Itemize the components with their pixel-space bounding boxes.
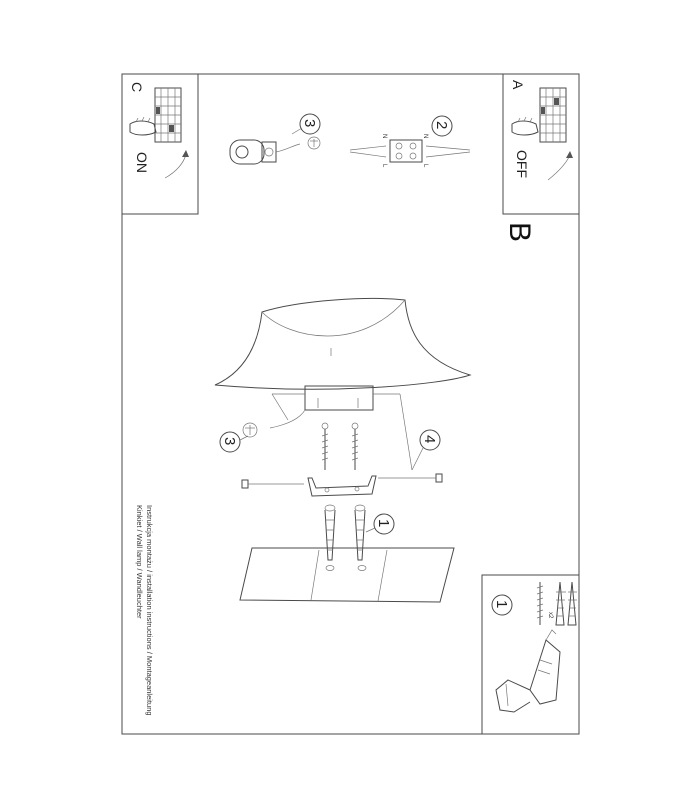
step-1-mid-callout: 1 xyxy=(375,519,392,527)
wall-anchor-pair xyxy=(324,504,366,561)
panel-a-frame xyxy=(502,73,580,215)
hand-icon xyxy=(129,116,157,136)
earth-symbol-icon xyxy=(242,422,258,438)
drill-icon xyxy=(495,629,561,713)
wall-surface xyxy=(239,547,455,603)
ground-terminal-icon xyxy=(229,139,301,165)
lamp-shade xyxy=(214,298,472,390)
wiring-n-left: N xyxy=(381,134,387,138)
hand-icon xyxy=(511,116,539,136)
wall-anchor-icon xyxy=(324,504,336,561)
page-frame xyxy=(121,73,580,735)
panel-b-letter: B xyxy=(503,222,536,242)
screw-icon xyxy=(536,582,544,625)
step-1-callout-circle xyxy=(491,594,513,616)
rotate-arrow-icon xyxy=(547,151,573,181)
step-3-middle: 3 xyxy=(219,422,258,453)
step-4-callout: 4 xyxy=(421,435,438,443)
screw-icon xyxy=(351,422,359,470)
step-1-middle: 1 xyxy=(365,513,395,535)
step-2-callout: 2 xyxy=(433,121,450,129)
step-3-mid-callout: 3 xyxy=(221,437,238,445)
step-4: 4 xyxy=(411,429,441,471)
panel-c-state: ON xyxy=(134,152,150,173)
panel-c: C ON xyxy=(121,73,199,215)
step-4-callout-circle xyxy=(419,429,441,451)
wiring-l-left: L xyxy=(381,164,387,168)
side-screw-left xyxy=(241,479,304,489)
wall-anchor-icon xyxy=(354,504,366,561)
mount-screw-pair-upper xyxy=(321,422,359,470)
panel-c-frame xyxy=(121,73,199,215)
wall-anchor-icon xyxy=(567,581,577,626)
step-1-panel-frame xyxy=(481,574,580,735)
side-screw-right xyxy=(378,473,443,483)
step-3-top: 3 xyxy=(229,113,321,165)
screw-icon xyxy=(321,422,329,470)
wiring-l-right: L xyxy=(422,164,428,168)
step-2-callout-circle xyxy=(431,115,453,137)
switch-panel-icon xyxy=(154,87,182,143)
step-2-top: 2 N L N L xyxy=(349,115,471,168)
earth-symbol-icon xyxy=(307,136,321,150)
panel-a: A OFF xyxy=(502,73,580,215)
mounting-bracket xyxy=(307,475,377,497)
panel-a-letter: A xyxy=(510,80,526,90)
step-1-mid-callout-circle xyxy=(373,513,395,535)
step-1-callout: 1 xyxy=(493,600,510,608)
panel-c-letter: C xyxy=(129,82,145,92)
step-3-callout-circle xyxy=(299,113,321,135)
rotate-arrow-icon xyxy=(164,150,189,179)
instructions-caption-line2: Kinkiet / Wall lamp / Wandleuchter xyxy=(135,505,144,619)
wall-anchor-icon xyxy=(555,581,566,626)
step-3-callout: 3 xyxy=(301,119,318,127)
step-3-mid-callout-circle xyxy=(219,431,241,453)
lamp-mount-body xyxy=(269,385,413,471)
instructions-caption-line1: Instrukcja montażu / installation instru… xyxy=(145,505,154,716)
switch-panel-icon xyxy=(539,87,567,143)
terminal-block-icon xyxy=(349,139,471,163)
wiring-n-right: N xyxy=(422,134,428,138)
panel-a-state: OFF xyxy=(514,150,530,178)
step-1-anchor-qty: x2 xyxy=(547,612,553,619)
step-1-panel: 1 x2 xyxy=(481,574,580,735)
